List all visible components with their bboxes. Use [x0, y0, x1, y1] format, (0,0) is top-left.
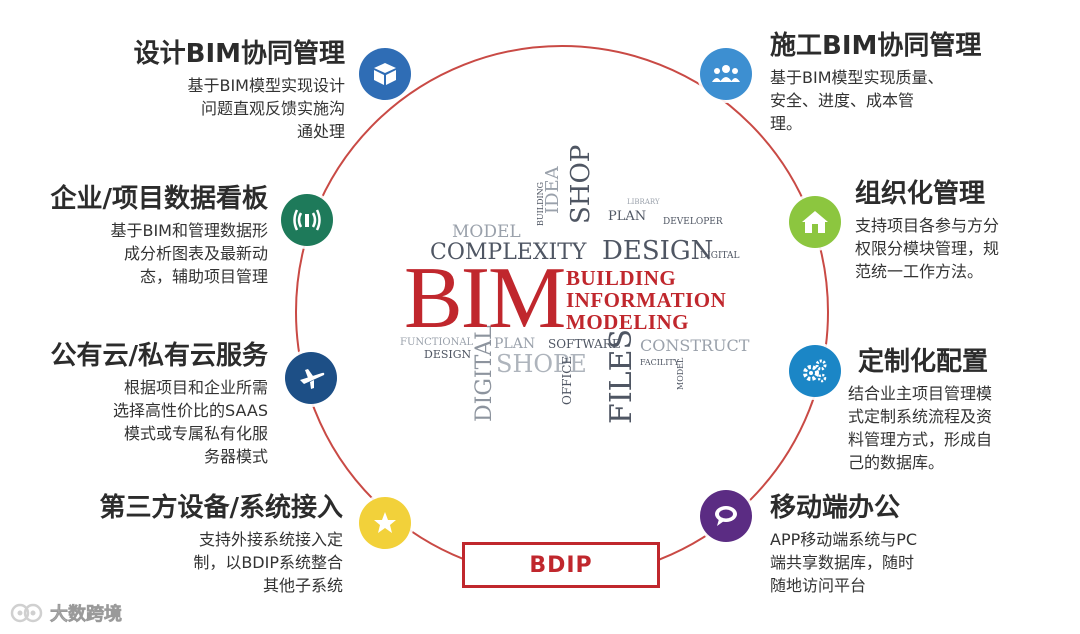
feature-title: 公有云/私有云服务	[50, 341, 269, 371]
gears-icon	[789, 345, 841, 397]
feature-cloud-service: 公有云/私有云服务 根据项目和企业所需 选择高性价比的SAAS 模式或专属私有化…	[51, 340, 269, 468]
feature-desc: 结合业主项目管理模 式定制系统流程及资 料管理方式，形成自 己的数据库。	[848, 382, 992, 474]
cloud-word: SHOP	[566, 144, 596, 224]
desc-line: 式定制系统流程及资	[848, 407, 993, 426]
feature-desc: APP移动端系统与PC 端共享数据库，随时 随地访问平台	[770, 528, 917, 597]
desc-line: 支持外接系统接入定	[198, 530, 343, 549]
feature-title: 第三方设备/系统接入	[99, 493, 344, 523]
desc-line: 安全、进度、成本管	[770, 91, 915, 110]
desc-line: 基于BIM模型实现设计	[187, 76, 345, 95]
feature-org-management: 组织化管理 支持项目各参与方分 权限分模块管理，规 范统一工作方法。	[855, 178, 999, 283]
cloud-word: SOFTWARE	[548, 337, 621, 351]
bim-sub-modeling: MODELING	[566, 310, 690, 334]
cloud-word: DESIGN	[424, 348, 472, 361]
team-icon	[700, 48, 752, 100]
cloud-word: OFFICE	[560, 355, 574, 405]
desc-line: 基于BIM和管理数据形	[110, 221, 268, 240]
desc-line: 务器模式	[203, 447, 268, 466]
desc-line: APP移动端系统与PC	[770, 530, 918, 549]
cloud-word: IDEA	[542, 166, 563, 214]
desc-line: 其他子系统	[262, 576, 343, 595]
watermark: 大数跨境	[10, 600, 122, 626]
desc-line: 端共享数据库，随时	[770, 553, 915, 572]
feature-title: 定制化配置	[858, 347, 989, 377]
bim-sub-information: INFORMATION	[566, 288, 727, 312]
feature-desc: 基于BIM和管理数据形 成分析图表及最新动 态，辅助项目管理	[51, 219, 268, 288]
desc-line: 模式或专属私有化服	[123, 424, 268, 443]
feature-title: 移动端办公	[770, 493, 901, 523]
cloud-word: LIBRARY	[627, 198, 660, 206]
signal-icon	[281, 194, 333, 246]
feature-title: 设计BIM协同管理	[133, 39, 345, 69]
cloud-word: DESIGN	[602, 236, 714, 266]
desc-line: 制，以BDIP系统整合	[193, 553, 343, 572]
airplane-icon	[285, 352, 337, 404]
feature-title: 施工BIM协同管理	[770, 31, 982, 61]
desc-line: 随地访问平台	[770, 576, 867, 595]
cloud-word: CONSTRUCT	[640, 336, 750, 355]
bdip-label-box: BDIP	[462, 542, 660, 588]
cloud-word: FACILITY	[640, 358, 680, 367]
watermark-logo-icon	[10, 603, 43, 623]
cloud-word: PLAN	[608, 209, 647, 224]
box-icon	[359, 48, 411, 100]
cloud-word: DEVELOPER	[663, 217, 723, 227]
desc-line: 通处理	[296, 122, 345, 141]
cloud-word: MODEL	[452, 222, 521, 242]
chat-icon	[700, 490, 752, 542]
feature-title: 企业/项目数据看板	[50, 184, 269, 214]
bim-title: BIM	[404, 250, 566, 347]
cloud-word: FILES	[604, 328, 639, 424]
feature-desc: 支持项目各参与方分 权限分模块管理，规 范统一工作方法。	[855, 214, 999, 283]
feature-custom-config: 定制化配置 结合业主项目管理模 式定制系统流程及资 料管理方式，形成自 己的数据…	[848, 346, 992, 474]
bdip-label: BDIP	[529, 552, 593, 578]
cloud-word: COMPLEXITY	[430, 240, 587, 265]
star-icon	[359, 497, 411, 549]
cloud-word: DIGITAL	[700, 251, 740, 261]
desc-line: 结合业主项目管理模	[848, 384, 993, 403]
desc-line: 范统一工作方法。	[855, 262, 984, 281]
desc-line: 基于BIM模型实现质量、	[770, 68, 944, 87]
home-icon	[789, 196, 841, 248]
feature-construction-collab: 施工BIM协同管理 基于BIM模型实现质量、 安全、进度、成本管 理。	[770, 30, 981, 135]
desc-line: 选择高性价比的SAAS	[113, 401, 268, 420]
watermark-text: 大数跨境	[50, 604, 123, 626]
cloud-word: FUNCTIONAL	[400, 337, 474, 348]
cloud-word: PLAN	[494, 336, 536, 352]
desc-line: 支持项目各参与方分	[855, 216, 1000, 235]
feature-third-party: 第三方设备/系统接入 支持外接系统接入定 制，以BDIP系统整合 其他子系统	[100, 492, 344, 597]
desc-line: 己的数据库。	[848, 453, 945, 472]
desc-line: 权限分模块管理，规	[855, 239, 1000, 258]
feature-desc: 根据项目和企业所需 选择高性价比的SAAS 模式或专属私有化服 务器模式	[51, 376, 268, 468]
desc-line: 理。	[770, 114, 803, 133]
feature-desc: 基于BIM模型实现设计 问题直观反馈实施沟 通处理	[134, 74, 345, 143]
cloud-word: BUILDING	[536, 181, 545, 226]
desc-line: 料管理方式，形成自	[848, 430, 993, 449]
feature-mobile-office: 移动端办公 APP移动端系统与PC 端共享数据库，随时 随地访问平台	[770, 492, 917, 597]
feature-title: 组织化管理	[855, 179, 986, 209]
cloud-word: MODEL	[676, 357, 685, 390]
desc-line: 态，辅助项目管理	[139, 267, 268, 286]
feature-desc: 支持外接系统接入定 制，以BDIP系统整合 其他子系统	[100, 528, 343, 597]
desc-line: 问题直观反馈实施沟	[200, 99, 345, 118]
cloud-word: SHOPE	[496, 350, 587, 378]
feature-design-collab: 设计BIM协同管理 基于BIM模型实现设计 问题直观反馈实施沟 通处理	[134, 38, 345, 143]
desc-line: 成分析图表及最新动	[123, 244, 268, 263]
desc-line: 根据项目和企业所需	[123, 378, 268, 397]
feature-dashboard: 企业/项目数据看板 基于BIM和管理数据形 成分析图表及最新动 态，辅助项目管理	[51, 183, 269, 288]
bim-sub-building: BUILDING	[566, 266, 677, 290]
feature-desc: 基于BIM模型实现质量、 安全、进度、成本管 理。	[770, 66, 981, 135]
